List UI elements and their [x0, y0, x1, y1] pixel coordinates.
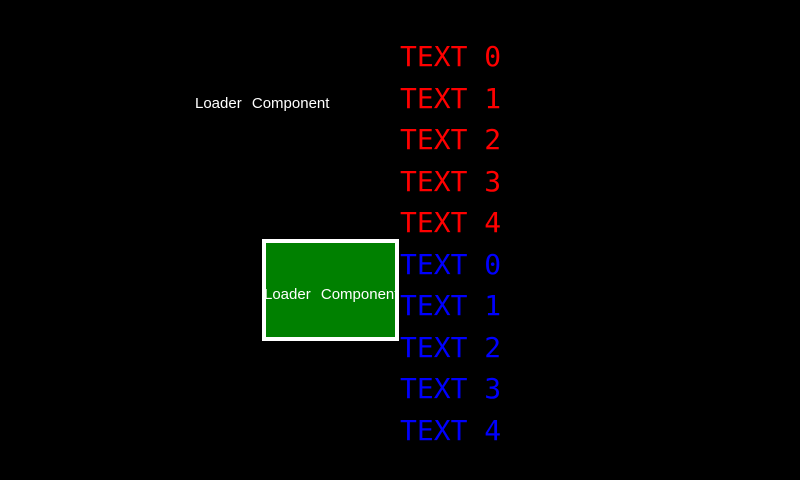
- text-list-item-red-4: TEXT 4: [400, 206, 502, 240]
- text-list-item-red-1: TEXT 1: [400, 81, 502, 115]
- text-list-item-blue-4: TEXT 4: [400, 413, 502, 447]
- text-list-item-blue-2: TEXT 2: [400, 330, 502, 364]
- text-list-item-red-3: TEXT 3: [400, 164, 502, 198]
- text-list: TEXT 0 TEXT 1 TEXT 2 TEXT 3 TEXT 4 TEXT …: [400, 36, 501, 451]
- text-list-item-red-0: TEXT 0: [400, 40, 502, 73]
- loader-component-label: Loader Component: [195, 95, 330, 112]
- loader-component-box[interactable]: Loader Component: [262, 239, 399, 341]
- text-list-item-blue-1: TEXT 1: [400, 289, 502, 323]
- text-list-item-red-2: TEXT 2: [400, 123, 502, 157]
- loader-box-label: Loader Component: [264, 286, 399, 303]
- text-list-item-blue-3: TEXT 3: [400, 372, 502, 406]
- text-list-item-blue-0: TEXT 0: [400, 247, 502, 281]
